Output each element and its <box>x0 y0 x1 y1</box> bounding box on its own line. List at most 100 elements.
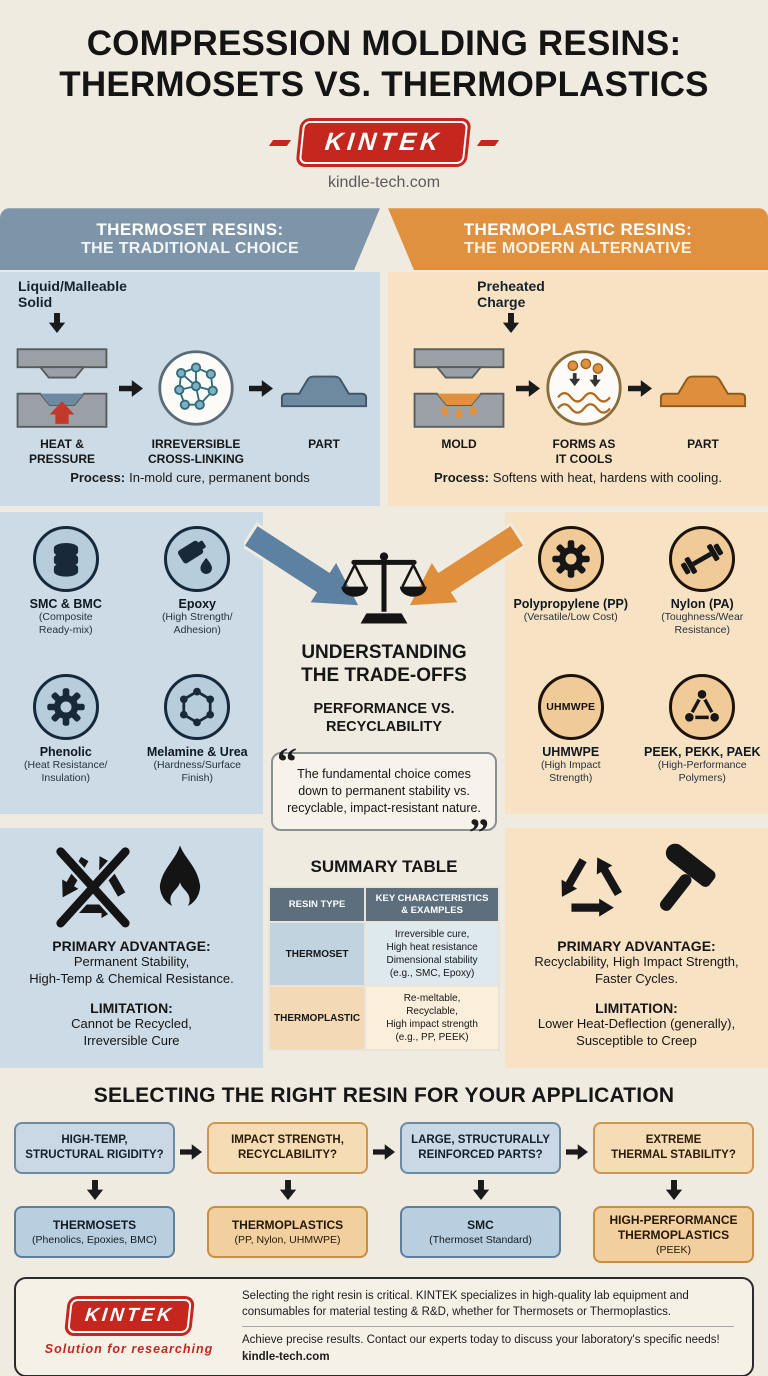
thermoset-step3-label: PART <box>308 437 340 452</box>
molded-part-icon <box>280 375 368 408</box>
flow-smc: LARGE, STRUCTURALLY REINFORCED PARTS? SM… <box>400 1122 561 1259</box>
mold-melt-icon <box>413 348 505 428</box>
process-label: Process: <box>70 469 126 485</box>
material-desc: (High Strength/ Adhesion) <box>161 611 233 636</box>
thermoplastic-feed-label: Preheated Charge <box>477 278 545 311</box>
material-name: Epoxy <box>178 597 216 612</box>
tradeoffs-quote: “ The fundamental choice comes down to p… <box>271 742 497 852</box>
summary-table-title: SUMMARY TABLE <box>310 856 458 876</box>
molded-part-icon <box>659 375 747 408</box>
thermoplastic-step-cool: FORMS AS IT COOLS <box>545 344 623 466</box>
thermoset-process-note: Process:In-mold cure, permanent bonds <box>0 470 380 485</box>
process-text: In-mold cure, permanent bonds <box>129 469 310 485</box>
material-smc-bmc: SMC & BMC (Composite Ready-mix) <box>0 526 132 666</box>
footer-divider <box>242 1326 734 1328</box>
col-header-characteristics: KEY CHARACTERISTICS & EXAMPLES <box>364 885 500 924</box>
right-arrow-icon <box>628 380 652 398</box>
answer-name: HIGH-PERFORMANCE THERMOPLASTICS <box>609 1213 738 1243</box>
answer-name: SMC <box>467 1218 494 1233</box>
footer-tagline: Solution for researching <box>44 1341 214 1356</box>
material-desc: (High Impact Strength) <box>540 759 601 784</box>
down-arrow-icon <box>502 313 520 334</box>
question-box: IMPACT STRENGTH, RECYCLABILITY? <box>207 1122 368 1175</box>
footer-paragraph-2: Achieve precise results. Contact our exp… <box>242 1333 734 1365</box>
quote-text: The fundamental choice comes down to per… <box>287 767 481 815</box>
material-name: PEEK, PEKK, PAEK <box>644 745 761 760</box>
thermoplastic-step1-label: MOLD <box>441 437 477 452</box>
thermoset-step-crosslink: IRREVERSIBLE CROSS-LINKING <box>148 344 244 466</box>
material-desc: (High-Performance Polymers) <box>657 759 747 784</box>
right-arrow-icon <box>119 380 143 398</box>
right-arrow-icon <box>516 380 540 398</box>
kintek-logo-text: KINTEK <box>83 1304 175 1326</box>
no-recycle-icon <box>53 845 132 931</box>
material-desc: (Hardness/Surface Finish) <box>153 759 242 784</box>
answer-name: THERMOSETS <box>52 1218 137 1233</box>
limitation-text: Lower Heat-Deflection (generally), Susce… <box>537 1015 736 1048</box>
smc-stack-icon <box>53 543 78 577</box>
kintek-logo-text: KINTEK <box>324 128 445 157</box>
question-box: HIGH-TEMP, STRUCTURAL RIGIDITY? <box>14 1122 175 1175</box>
summary-table: RESIN TYPE KEY CHARACTERISTICS & EXAMPLE… <box>267 885 500 1052</box>
right-arrow-icon <box>566 1144 588 1160</box>
brand-logo: KINTEK <box>0 121 768 165</box>
material-name: SMC & BMC <box>29 597 102 612</box>
limitation-label: LIMITATION: <box>90 999 173 1016</box>
quote-close-mark: ” <box>469 809 489 855</box>
flame-icon <box>159 845 200 911</box>
flow-peek: EXTREME THERMAL STABILITY? HIGH-PERFORMA… <box>593 1122 754 1264</box>
answer-sub: (PP, Nylon, UHMWPE) <box>234 1234 341 1247</box>
down-arrow-icon <box>48 313 66 334</box>
uhmwpe-badge: UHMWPE <box>546 701 596 714</box>
material-name: Phenolic <box>39 745 92 760</box>
limitation-label: LIMITATION: <box>595 999 678 1016</box>
website-url: kindle-tech.com <box>327 174 441 192</box>
advantage-label: PRIMARY ADVANTAGE: <box>52 938 211 955</box>
recycle-icon <box>553 853 626 917</box>
gear-icon <box>47 688 85 726</box>
pressure-arrow-icon <box>49 401 75 425</box>
down-arrow-icon <box>472 1180 489 1201</box>
page-title: COMPRESSION MOLDING RESINS: THERMOSETS V… <box>0 0 768 105</box>
material-desc: (Composite Ready-mix) <box>38 611 93 636</box>
thermoplastic-feed: Preheated Charge <box>388 278 578 344</box>
thermoset-side: SMC & BMC (Composite Ready-mix) Epoxy (H… <box>0 512 264 1069</box>
thermoset-header-line1: THERMOSET RESINS: <box>96 220 284 240</box>
polymer-chains-icon <box>546 350 622 426</box>
footer-website: kindle-tech.com <box>242 1350 330 1363</box>
process-text: Softens with heat, hardens with cooling. <box>492 469 722 485</box>
thermoplastic-materials-panel: Polypropylene (PP) (Versatile/Low Cost) … <box>505 512 768 815</box>
thermoplastic-step-mold: MOLD <box>407 344 511 451</box>
material-peek: PEEK, PEKK, PAEK (High-Performance Polym… <box>637 674 768 814</box>
down-arrow-icon <box>279 1180 296 1201</box>
thermoset-column-header: THERMOSET RESINS: THE TRADITIONAL CHOICE <box>0 208 380 270</box>
answer-sub: (Thermoset Standard) <box>429 1234 532 1247</box>
thermoplastic-step3-label: PART <box>687 437 719 452</box>
cell-details: Re-meltable, Recyclable, High impact str… <box>364 985 500 1052</box>
thermoset-step2-label: IRREVERSIBLE CROSS-LINKING <box>148 437 244 466</box>
material-epoxy: Epoxy (High Strength/ Adhesion) <box>132 526 264 666</box>
material-desc: (Toughness/Wear Resistance) <box>661 611 744 636</box>
dumbbell-icon <box>681 543 724 575</box>
limitation-text: Cannot be Recycled, Irreversible Cure <box>71 1015 192 1048</box>
cell-resin-type: THERMOPLASTIC <box>267 985 367 1052</box>
answer-name: THERMOPLASTICS <box>231 1218 344 1233</box>
mold-press-icon <box>16 348 108 428</box>
thermoplastic-column-header: THERMOPLASTIC RESINS: THE MODERN ALTERNA… <box>388 208 768 271</box>
material-phenolic: Phenolic (Heat Resistance/ Insulation) <box>0 674 132 814</box>
selection-title: SELECTING THE RIGHT RESIN FOR YOUR APPLI… <box>93 1084 675 1108</box>
page-title-line1: COMPRESSION MOLDING RESINS: <box>86 24 682 63</box>
footer-cta-text: Achieve precise results. Contact our exp… <box>242 1334 720 1347</box>
flow-thermosets: HIGH-TEMP, STRUCTURAL RIGIDITY? THERMOSE… <box>14 1122 175 1259</box>
thermoplastic-process-panel: Preheated Charge <box>388 272 768 507</box>
thermoset-advantage-panel: PRIMARY ADVANTAGE: Permanent Stability, … <box>0 828 263 1069</box>
thermoplastic-header-line2: THE MODERN ALTERNATIVE <box>464 240 692 258</box>
answer-box: THERMOSETS (Phenolics, Epoxies, BMC) <box>14 1206 175 1259</box>
process-row: Liquid/Malleable Solid <box>0 272 768 507</box>
process-label: Process: <box>433 469 489 485</box>
answer-box: SMC (Thermoset Standard) <box>400 1206 561 1259</box>
mid-section: SMC & BMC (Composite Ready-mix) Epoxy (H… <box>0 512 768 1069</box>
table-row-thermoset: THERMOSET Irreversible cure, High heat r… <box>267 921 500 988</box>
material-nylon: Nylon (PA) (Toughness/Wear Resistance) <box>637 526 768 666</box>
tradeoffs-title: UNDERSTANDING THE TRADE-OFFS <box>301 642 467 686</box>
